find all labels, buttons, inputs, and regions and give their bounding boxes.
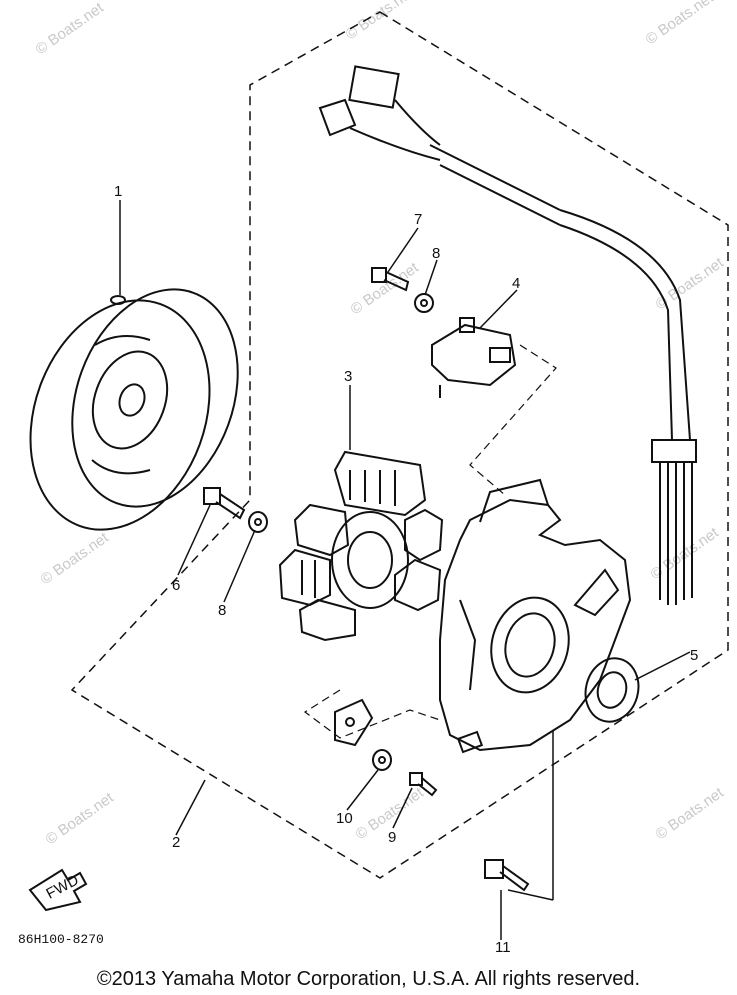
watermark: © Boats.net [643, 0, 718, 48]
diagram-part-code: 86H100-8270 [18, 932, 104, 947]
callout-4: 4 [512, 275, 520, 292]
stator [278, 450, 444, 642]
callout-11: 11 [495, 939, 511, 956]
copyright-notice: ©2013 Yamaha Motor Corporation, U.S.A. A… [96, 968, 641, 990]
watermark: © Boats.net [43, 789, 118, 848]
callout-5: 5 [690, 647, 698, 664]
callout-7: 7 [414, 211, 422, 228]
bolt-11 [484, 859, 530, 892]
washer-10 [372, 749, 392, 771]
wire-harness [318, 65, 697, 605]
nut-8-upper [414, 293, 434, 313]
leader-line [303, 689, 441, 739]
watermark: © Boats.net [653, 784, 728, 843]
watermark-layer: © Boats.net © Boats.net © Boats.net © Bo… [33, 0, 728, 848]
pulser-coil [431, 317, 517, 398]
watermark: © Boats.net [343, 0, 418, 43]
screw-9 [409, 772, 438, 797]
callout-3: 3 [344, 368, 352, 385]
flywheel [29, 288, 239, 531]
assembly-boundary [70, 11, 729, 879]
watermark: © Boats.net [653, 254, 728, 313]
fwd-label: FWD [43, 872, 81, 903]
forward-arrow-icon: FWD [28, 868, 88, 912]
callout-labels: 1 2 3 4 5 6 7 8 8 9 10 11 [114, 183, 698, 956]
callout-9: 9 [388, 829, 396, 846]
callout-8-lower: 8 [218, 602, 226, 619]
callout-6: 6 [172, 577, 180, 594]
callout-10: 10 [336, 810, 353, 827]
oil-seal [584, 657, 640, 723]
bolt-7 [371, 267, 410, 292]
washer-8-lower [248, 511, 268, 533]
callout-1: 1 [114, 183, 122, 200]
base-plate [439, 478, 632, 754]
bolt-6 [203, 487, 246, 520]
bracket [334, 698, 374, 747]
watermark: © Boats.net [33, 0, 108, 58]
watermark: © Boats.net [38, 529, 113, 588]
callout-leaders [119, 200, 691, 940]
callout-8-upper: 8 [432, 245, 440, 262]
leader-line [469, 344, 557, 496]
callout-2: 2 [172, 834, 180, 851]
